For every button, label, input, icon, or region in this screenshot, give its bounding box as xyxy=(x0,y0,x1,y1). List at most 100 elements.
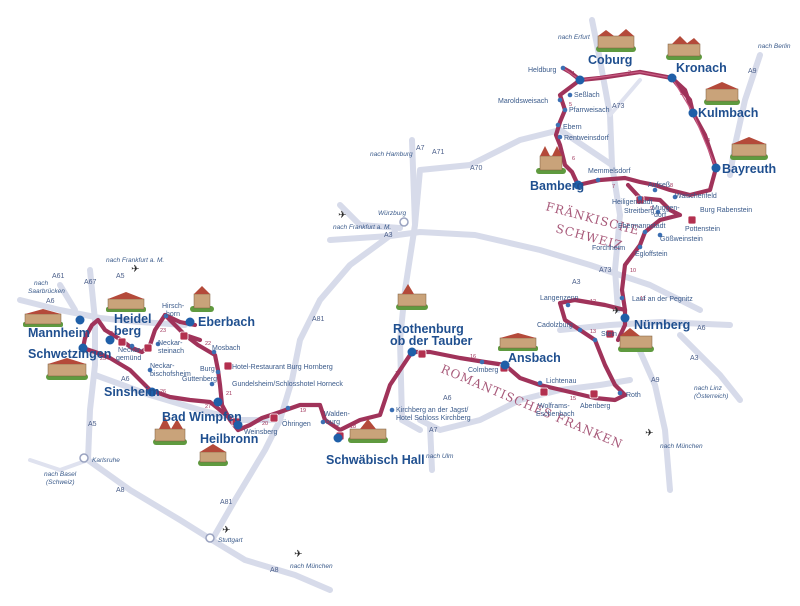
city-markers xyxy=(75,65,721,543)
route-number: 26 xyxy=(160,389,166,395)
city-label-bad-wimpfen: Bad Wimpfen xyxy=(162,410,242,424)
place-label: Mosbach xyxy=(212,345,241,352)
route-number: 2 xyxy=(628,70,631,76)
direction-label: nach Hamburg xyxy=(370,151,413,158)
place-label: Muggen- xyxy=(652,205,680,212)
place-label: Pfarrweisach xyxy=(569,107,610,114)
city-marker-rothenburg xyxy=(407,347,417,357)
castle-illustrations xyxy=(23,29,768,466)
road-label: A71 xyxy=(432,149,445,156)
route-number: 5 xyxy=(569,102,572,108)
place-label: Neckar- xyxy=(158,340,183,347)
place-label: Forchheim xyxy=(592,245,625,252)
place-label: Walden- xyxy=(324,411,350,418)
place-label: Kirchberg an der Jagst/ xyxy=(396,407,468,414)
place-marker xyxy=(595,177,601,183)
place-label: Cadolzburg xyxy=(537,322,573,329)
place-label: gemünd xyxy=(116,355,141,362)
place-label: Rentweinsdorf xyxy=(564,135,609,142)
place-label: Hotel-Restaurant Burg Hornberg xyxy=(232,364,333,371)
direction-label: nach Erfurt xyxy=(558,34,591,41)
place-label: Ebern xyxy=(563,124,582,131)
place-label: Streitberg xyxy=(624,208,654,215)
city-label-schwetzingen: Schwetzingen xyxy=(28,347,111,361)
road-label: A5 xyxy=(88,421,97,428)
road-label: A3 xyxy=(384,232,393,239)
place-marker xyxy=(565,302,571,308)
place-label: horn xyxy=(166,311,180,318)
city-label-rothenburg-2: ob der Tauber xyxy=(390,334,473,348)
place-marker xyxy=(555,122,561,128)
place-label: Öhringen xyxy=(282,420,311,428)
castle-schwaebisch-hall-icon xyxy=(348,419,388,443)
castle-rothenburg-icon xyxy=(396,284,428,310)
place-label: Eschenbach xyxy=(536,411,575,418)
place-marker xyxy=(155,341,161,347)
city-label-heidelberg-2: berg xyxy=(114,324,141,338)
place-label: dorf xyxy=(654,212,666,219)
place-marker xyxy=(637,195,643,201)
route-number: 27 xyxy=(205,404,211,410)
place-label: Wolframs- xyxy=(538,403,570,410)
city-label-eberbach: Eberbach xyxy=(198,315,255,329)
place-marker xyxy=(619,295,625,301)
hotel-icon xyxy=(143,343,153,353)
place-marker xyxy=(557,97,563,103)
road-label: A3 xyxy=(572,279,581,286)
place-marker-karlsruhe xyxy=(79,453,89,463)
city-marker-bayreuth xyxy=(711,163,721,173)
place-marker xyxy=(567,92,573,98)
city-label-heidelberg: Heidel xyxy=(114,312,152,326)
place-marker xyxy=(147,367,153,373)
place-marker xyxy=(209,381,215,387)
direction-label: nach München xyxy=(660,443,703,450)
airport-icon: ✈ xyxy=(222,525,230,536)
city-marker-ansbach xyxy=(500,360,510,370)
place-label: Aufseß xyxy=(648,182,670,189)
place-marker xyxy=(163,313,169,319)
road-label: A8 xyxy=(270,567,279,574)
route-number: 15 xyxy=(570,396,576,402)
road-label: A73 xyxy=(599,267,612,274)
place-label: Heldburg xyxy=(528,67,557,74)
castle-coburg-icon xyxy=(596,29,636,52)
place-marker xyxy=(672,194,678,200)
place-label: Gundelsheim/Schlosshotel Horneck xyxy=(232,381,343,388)
place-marker xyxy=(577,327,583,333)
road-label: A6 xyxy=(121,376,130,383)
place-marker xyxy=(617,390,623,396)
airport-icon: ✈ xyxy=(645,428,653,439)
place-marker xyxy=(215,369,221,375)
route-number: 12 xyxy=(590,299,596,305)
place-marker xyxy=(320,419,326,425)
place-marker xyxy=(657,232,663,238)
place-marker-wuerzburg xyxy=(399,217,409,227)
place-label: Maroldsweisach xyxy=(498,98,548,105)
castle-eberbach-icon xyxy=(190,286,214,312)
castle-bayreuth-icon xyxy=(730,137,768,160)
route-number: 23 xyxy=(160,328,166,334)
castle-kronach-icon xyxy=(666,36,702,60)
place-marker xyxy=(652,187,658,193)
hotel-icon xyxy=(539,387,549,397)
castle-bamberg-icon xyxy=(536,146,566,174)
city-label-kulmbach: Kulmbach xyxy=(698,106,758,120)
route-number: 20 xyxy=(262,421,268,427)
castle-schwetzingen-icon xyxy=(46,358,88,380)
castle-nuernberg-icon xyxy=(618,328,654,352)
hotel-icon xyxy=(179,331,189,341)
direction-label: nach xyxy=(34,280,48,287)
airport-icon: ✈ xyxy=(612,306,620,317)
route-number: 3 xyxy=(680,91,683,97)
direction-label: nach München xyxy=(290,563,333,570)
city-label-bayreuth: Bayreuth xyxy=(722,162,776,176)
airport-icon: ✈ xyxy=(131,264,139,275)
place-label: Gößweinstein xyxy=(660,236,703,243)
place-label: bischofsheim xyxy=(150,371,191,378)
route-number: 24 xyxy=(110,331,116,337)
castle-kulmbach-icon xyxy=(704,82,740,105)
place-marker xyxy=(557,134,563,140)
direction-label: nach Berlin xyxy=(758,43,791,50)
road-label: A8 xyxy=(116,487,125,494)
